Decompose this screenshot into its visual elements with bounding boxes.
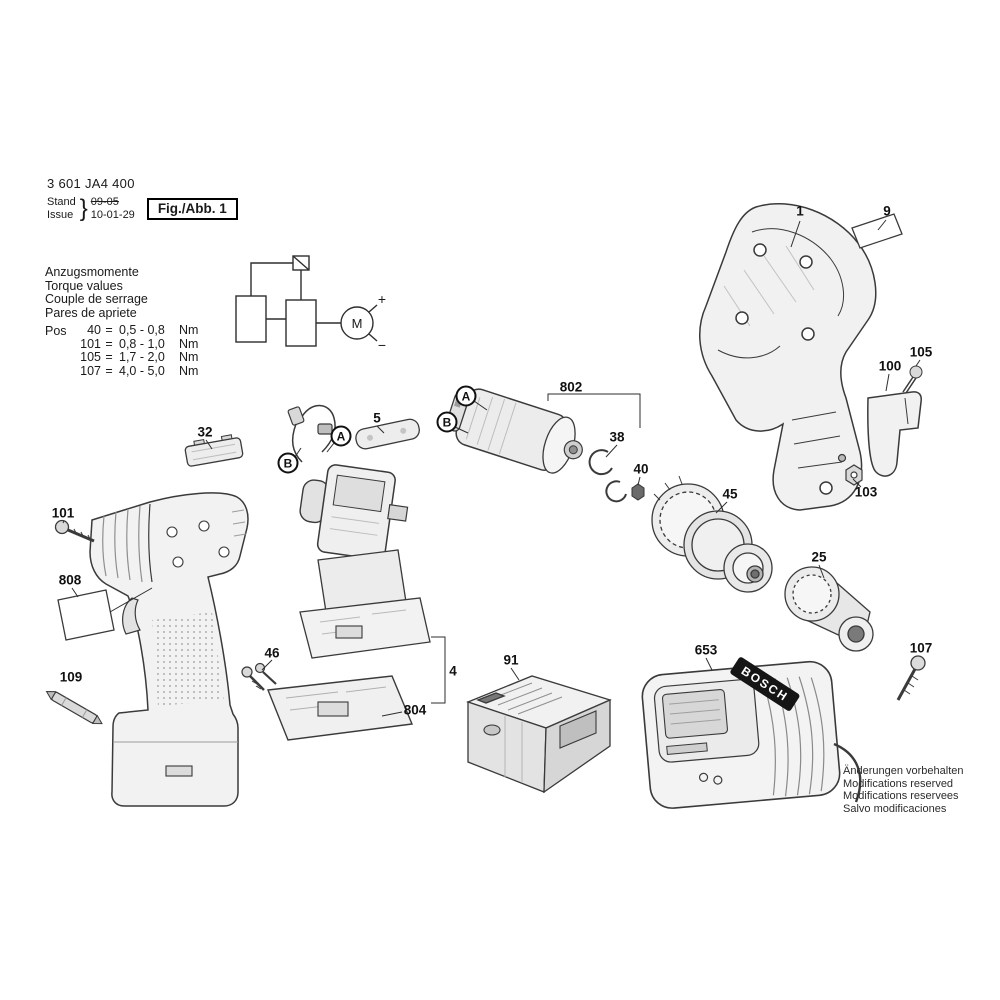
screw-part-101 (54, 519, 95, 543)
gearbox-part-45 (651, 475, 773, 593)
torque-title-line: Torque values (45, 278, 123, 293)
footer-line: Modifications reserved (843, 777, 954, 790)
switch-assembly (287, 404, 431, 659)
base-plate-part-804 (267, 675, 413, 741)
part-callout-109-19: 109 (59, 669, 83, 685)
wiring-schematic: M + − (235, 255, 386, 353)
torque-cell: = (105, 323, 113, 337)
part-callout-808-18: 808 (58, 572, 82, 588)
torque-cell: 105 (80, 350, 101, 364)
part-callout-a-14: A (330, 425, 352, 447)
screws-part-46 (241, 662, 277, 691)
stand-value: 09-05 (90, 196, 119, 208)
part-callout-b-15: B (277, 452, 299, 474)
part-callout-103-4: 103 (854, 484, 878, 500)
torque-cell: Nm (179, 363, 199, 378)
torque-cell: 107 (80, 363, 101, 378)
issue-value: 10-01-29 (90, 209, 135, 221)
screw-part-107 (896, 655, 926, 701)
part-callout-40-10: 40 (633, 461, 649, 477)
pos-label: Pos (45, 324, 67, 338)
torque-cell: 0,5 - 0,8 (119, 323, 165, 337)
torque-cell: = (105, 350, 113, 364)
motor-symbol-label: M (352, 316, 363, 331)
figure-label: Fig./Abb. 1 (146, 198, 238, 220)
charger-cable (833, 742, 862, 803)
torque-cell: 0,8 - 1,0 (119, 336, 165, 351)
part-callout-25-6: 25 (811, 549, 827, 565)
nut-part-103 (837, 453, 863, 486)
cover-part-5 (355, 418, 420, 450)
torque-title-line: Anzugsmomente (45, 265, 139, 279)
torque-cell: Nm (179, 323, 199, 337)
screw-part-105 (902, 365, 923, 394)
drill-housing-assembly (89, 492, 249, 807)
torque-cell: 40 (87, 323, 101, 337)
nut-small-part-40 (631, 483, 645, 501)
part-callout-105-2: 105 (909, 344, 933, 360)
footer-line: Modifications reservees (843, 790, 959, 802)
torque-cell: Nm (179, 350, 199, 364)
header-block: 3 601 JA4 400 Stand Issue } 09-05 10-01-… (47, 176, 238, 222)
bit-part-109 (45, 691, 103, 725)
torque-cell: Nm (179, 336, 199, 351)
minus-symbol: − (378, 337, 386, 353)
torque-row: 105 = 1,7 - 2,0 Nm (75, 350, 205, 365)
part-callout-5-13: 5 (373, 410, 381, 426)
stand-label: Stand (47, 196, 76, 208)
torque-row: 107 = 4,0 - 5,0 Nm (75, 363, 205, 379)
issue-label: Issue (47, 209, 74, 221)
sticker-part-9 (851, 213, 903, 249)
plus-symbol: + (378, 291, 386, 307)
torque-cell: = (105, 336, 113, 351)
footer-line: Änderungen vorbehalten (843, 765, 964, 777)
part-callout-a-11: A (455, 385, 477, 407)
housing-shell-part-1 (699, 203, 877, 511)
leader-lines (62, 219, 921, 717)
chuck-part-25 (784, 566, 874, 652)
part-callout-4-21: 4 (449, 663, 457, 679)
footer-line: Salvo modificaciones (843, 802, 947, 815)
torque-row: 40 = 0,5 - 0,8 Nm (75, 323, 205, 338)
part-callout-804-22: 804 (403, 702, 427, 718)
bracket-part-32 (184, 434, 244, 467)
washer-part-40 (605, 480, 627, 503)
part-callout-9-1: 9 (883, 203, 891, 219)
part-callout-653-24: 653 (694, 642, 718, 658)
revision-block: Stand Issue } 09-05 10-01-29 Fig./Abb. 1 (47, 196, 238, 222)
part-number: 3 601 JA4 400 (47, 176, 135, 191)
part-callout-802-8: 802 (559, 379, 583, 395)
torque-cell: 101 (80, 336, 101, 351)
part-callout-32-16: 32 (197, 424, 213, 440)
circlip-part-38 (588, 449, 613, 476)
torque-title-line: Pares de apriete (45, 305, 137, 320)
part-callout-45-5: 45 (722, 486, 738, 502)
part-callout-107-7: 107 (909, 640, 933, 656)
torque-cell: 1,7 - 2,0 (119, 350, 165, 364)
charger-part-653: BOSCH (641, 657, 841, 809)
part-callout-91-23: 91 (503, 652, 519, 668)
part-callout-1-0: 1 (796, 203, 804, 219)
part-callout-46-20: 46 (264, 645, 280, 661)
torque-row: 101 = 0,8 - 1,0 Nm (75, 336, 205, 352)
brace: } (79, 195, 88, 222)
torque-title-line: Couple de serrage (45, 292, 148, 306)
part-callout-100-3: 100 (878, 358, 902, 374)
torque-cell: 4,0 - 5,0 (119, 363, 165, 378)
sticker-part-808 (57, 589, 115, 641)
battery-part-91 (466, 675, 612, 794)
part-callout-b-12: B (436, 411, 458, 433)
torque-cell: = (105, 363, 113, 378)
part-callout-38-9: 38 (609, 429, 625, 445)
part-callout-101-17: 101 (51, 505, 75, 521)
belt-clip-part-100 (867, 391, 922, 477)
